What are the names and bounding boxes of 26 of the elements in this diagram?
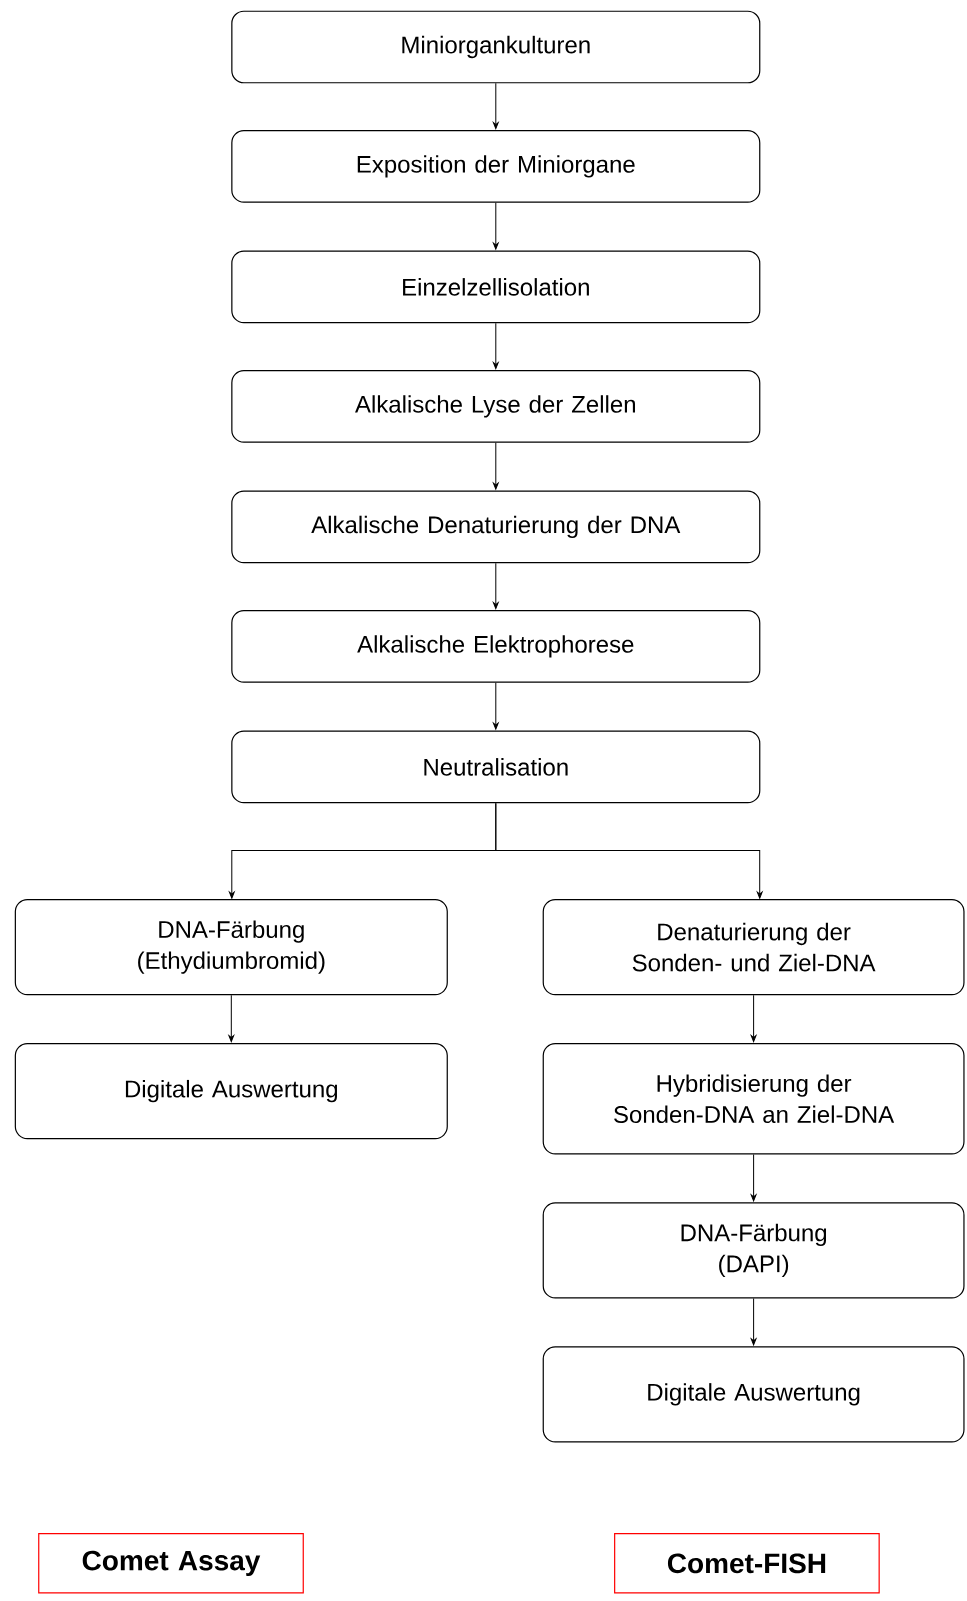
process-box: Neutralisation [231, 730, 761, 804]
process-box: Alkalische Denaturierung der DNA [231, 490, 761, 564]
process-box: DNA-Färbung (Ethydiumbromid) [14, 899, 448, 996]
process-box: Hybridisierung der Sonden-DNA an Ziel-DNA [542, 1042, 965, 1155]
arrow [492, 562, 499, 610]
arrow [492, 682, 499, 730]
process-box: DNA-Färbung (DAPI) [542, 1202, 965, 1299]
process-box: Digitale Auswertung [14, 1043, 448, 1140]
arrow [495, 802, 763, 899]
process-box: Miniorgankulturen [231, 10, 761, 84]
process-box: Digitale Auswertung [542, 1346, 965, 1443]
process-box: Einzelzellisolation [231, 250, 761, 324]
process-box: Alkalische Lyse der Zellen [231, 370, 761, 443]
arrow [492, 202, 499, 250]
arrow [228, 994, 235, 1043]
process-box: Denaturierung der Sonden- und Ziel-DNA [542, 899, 965, 996]
arrow [492, 82, 499, 130]
arrow [750, 1298, 757, 1346]
process-box: Exposition der Miniorgane [231, 130, 761, 203]
arrow [492, 322, 499, 370]
method-label-box: Comet Assay [38, 1533, 304, 1594]
arrow [750, 994, 757, 1043]
arrow [750, 1153, 757, 1202]
method-label-box: Comet-FISH [614, 1533, 880, 1594]
arrow [492, 442, 499, 490]
process-box: Alkalische Elektrophorese [231, 610, 761, 683]
